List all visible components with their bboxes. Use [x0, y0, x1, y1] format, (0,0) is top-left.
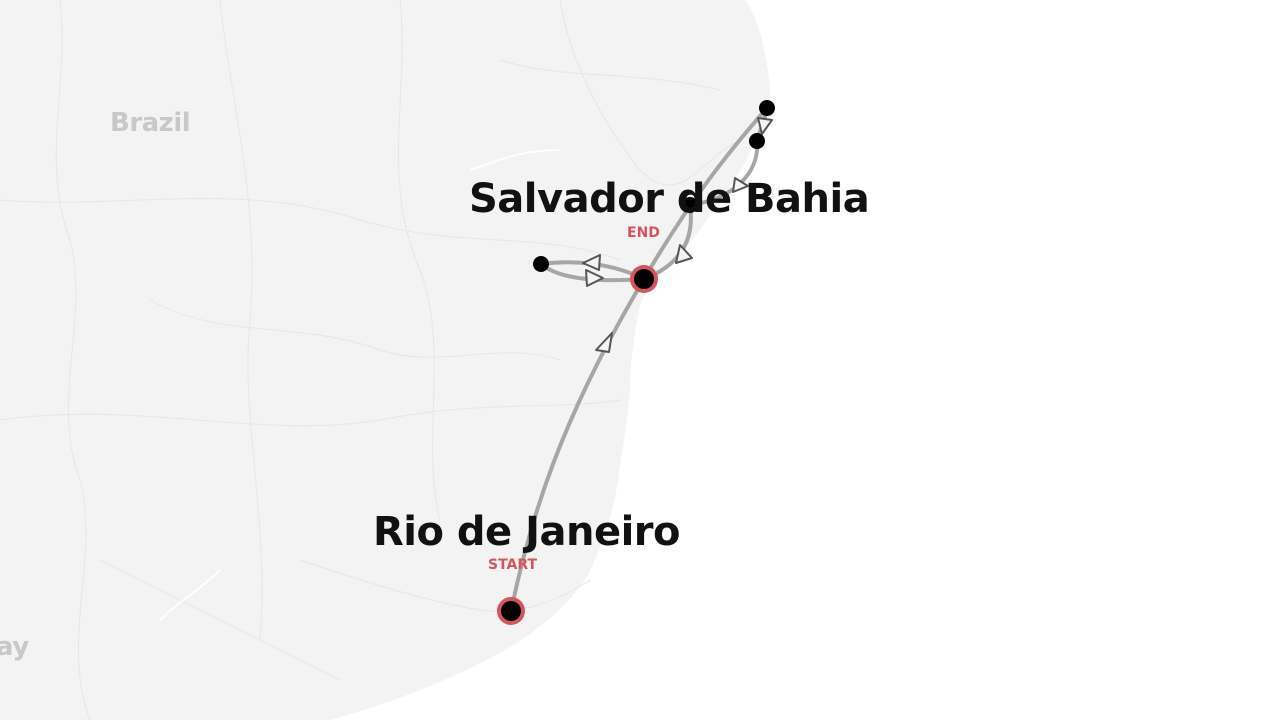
- waypoint-dot: [533, 256, 549, 272]
- end-tag: END: [627, 225, 660, 241]
- arrow-icon: [595, 332, 613, 353]
- rivers-layer: [159, 149, 561, 621]
- waypoint-dot: [759, 100, 775, 116]
- city-marker-rio[interactable]: [497, 597, 525, 625]
- city-marker-salvador[interactable]: [630, 265, 658, 293]
- country-label-paraguay-partial: ay: [0, 632, 29, 662]
- waypoint-dot: [749, 133, 765, 149]
- arrow-icon: [675, 244, 693, 264]
- land-mass: [0, 0, 771, 720]
- city-label-salvador: Salvador de Bahia: [469, 176, 870, 222]
- country-label-brazil: Brazil: [110, 108, 191, 138]
- arrow-icon: [582, 254, 601, 271]
- city-label-rio: Rio de Janeiro: [373, 509, 681, 555]
- roads-layer: [0, 0, 741, 721]
- arrow-icon: [732, 177, 749, 193]
- arrow-icon: [757, 117, 773, 135]
- start-tag: START: [488, 557, 538, 573]
- arrow-icon: [585, 269, 604, 287]
- waypoints: [533, 100, 775, 272]
- direction-arrows: [582, 117, 773, 353]
- waypoint-dot: [682, 197, 698, 213]
